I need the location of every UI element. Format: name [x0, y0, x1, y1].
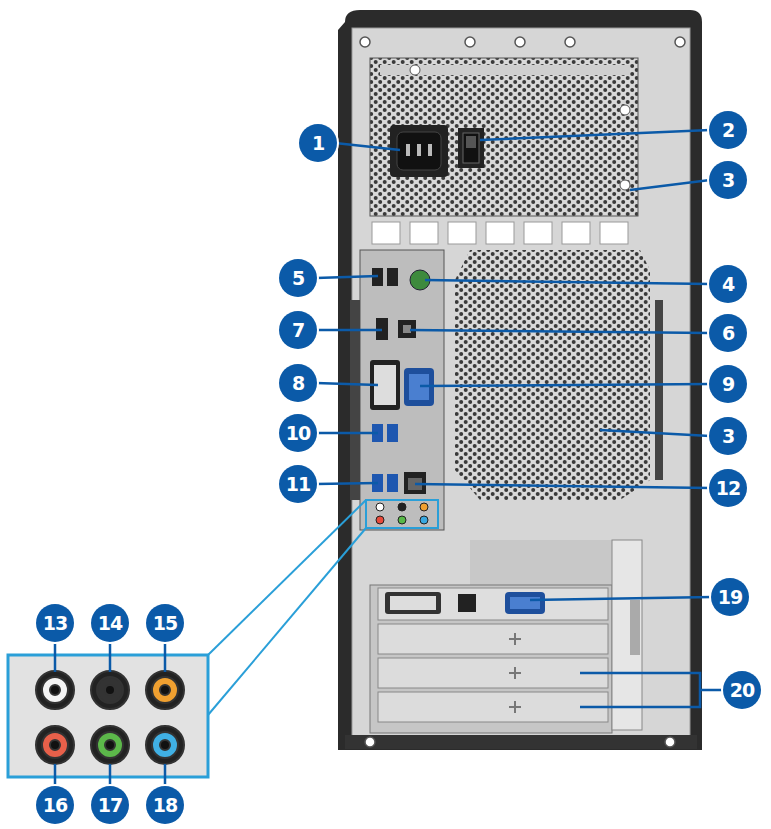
callout-number: 8: [279, 364, 317, 402]
callout-number: 16: [36, 786, 74, 824]
callout-number: 2: [709, 111, 747, 149]
callout-number: 18: [146, 786, 184, 824]
callout-number: 10: [279, 414, 317, 452]
callout-number: 15: [146, 604, 184, 642]
callout-number: 12: [709, 469, 747, 507]
callout-number: 13: [36, 604, 74, 642]
callout-number: 6: [709, 314, 747, 352]
callout-number: 1: [299, 124, 337, 162]
callout-number: 11: [279, 465, 317, 503]
callout-number: 14: [91, 604, 129, 642]
callout-number: 7: [279, 311, 317, 349]
callout-number: 20: [723, 671, 761, 709]
callout-number: 4: [709, 265, 747, 303]
callout-number: 5: [279, 259, 317, 297]
callout-number: 9: [709, 365, 747, 403]
callout-number: 19: [711, 578, 749, 616]
callout-number: 3: [709, 417, 747, 455]
callout-number: 17: [91, 786, 129, 824]
callout-number: 3: [709, 161, 747, 199]
